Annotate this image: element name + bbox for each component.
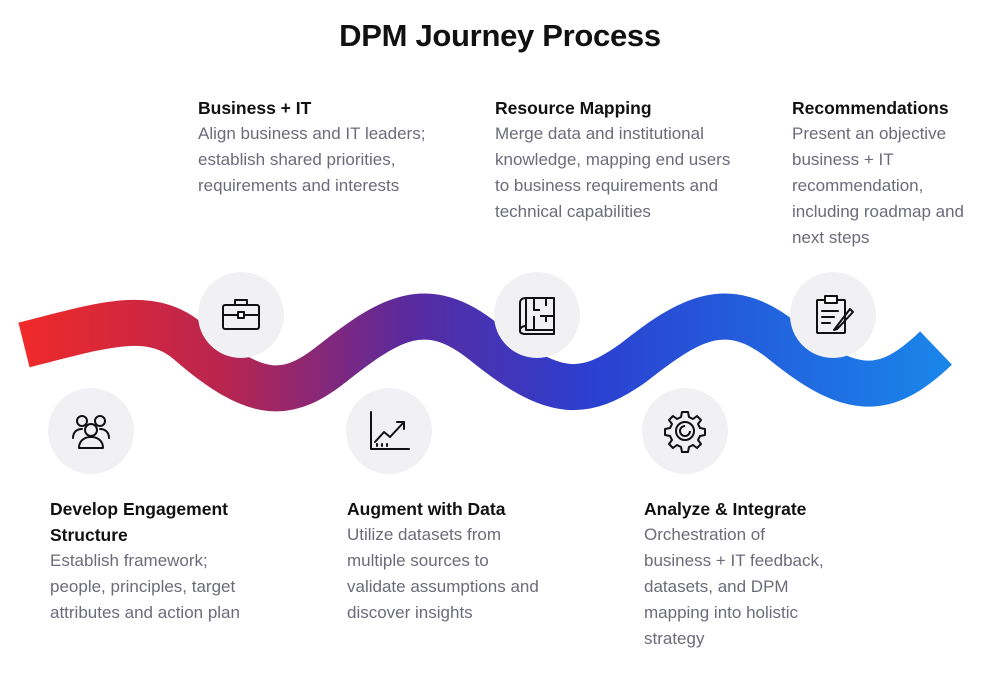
step-3-icon-circle (346, 388, 432, 474)
step-description: Align business and IT leaders; establish… (198, 124, 426, 195)
step-2-icon-circle (198, 272, 284, 358)
page-title: DPM Journey Process (339, 18, 661, 53)
step-5-icon-circle (642, 388, 728, 474)
step-4-icon-circle (494, 272, 580, 358)
step-description: Establish framework; people, principles,… (50, 551, 240, 622)
step-title: Analyze & Integrate (644, 499, 807, 519)
briefcase-icon (222, 299, 260, 330)
step-business-it: Business + IT Align business and IT lead… (198, 95, 426, 199)
step-description: Merge data and institutional knowledge, … (495, 124, 731, 221)
step-title: Resource Mapping (495, 98, 652, 118)
step-recommendations: Recommendations Present an objective bus… (792, 95, 982, 251)
step-6-icon-circle (790, 272, 876, 358)
step-resource-mapping: Resource Mapping Merge data and institut… (495, 95, 735, 225)
step-title: Augment with Data (347, 499, 506, 519)
step-title: Recommendations (792, 98, 949, 118)
step-description: Present an objective business + IT recom… (792, 124, 965, 247)
blueprint-icon (519, 297, 555, 335)
people-group-icon (72, 415, 110, 449)
step-title: Business + IT (198, 98, 312, 118)
step-develop-engagement: Develop Engagement Structure Establish f… (50, 496, 255, 626)
step-augment-data: Augment with Data Utilize datasets from … (347, 496, 547, 626)
step-title: Develop Engagement Structure (50, 499, 228, 545)
step-1-icon-circle (48, 388, 134, 474)
step-description: Orchestration of business + IT feedback,… (644, 525, 824, 648)
trend-chart-icon (370, 411, 410, 450)
gear-icon (664, 411, 706, 453)
step-description: Utilize datasets from multiple sources t… (347, 525, 539, 622)
step-analyze-integrate: Analyze & Integrate Orchestration of bus… (644, 496, 834, 652)
clipboard-icon (816, 295, 854, 334)
